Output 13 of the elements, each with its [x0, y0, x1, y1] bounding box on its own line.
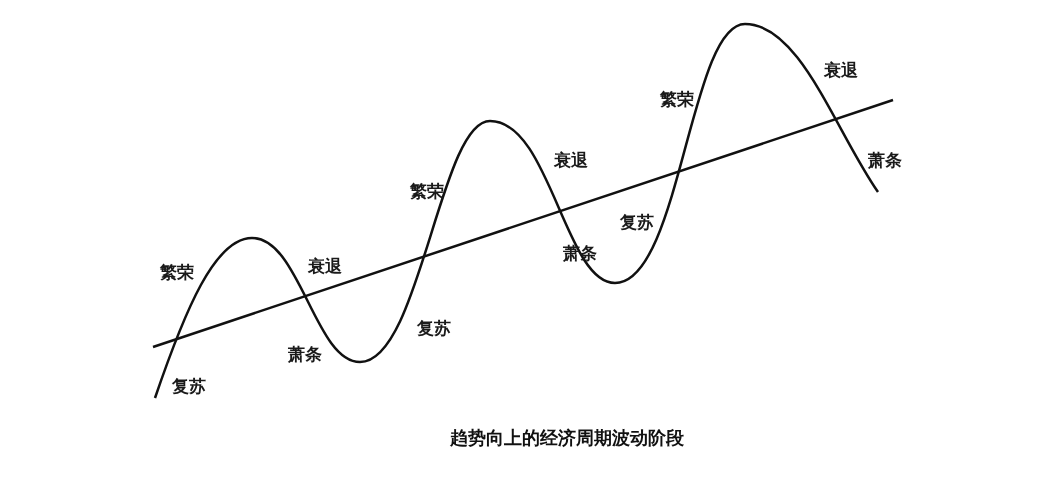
phase-label: 衰退 [824, 60, 858, 80]
phase-label: 复苏 [417, 318, 451, 338]
phase-label: 萧条 [868, 150, 902, 170]
phase-label: 繁荣 [410, 181, 444, 201]
phase-label: 繁荣 [660, 89, 694, 109]
phase-label: 萧条 [563, 243, 597, 263]
phase-label: 繁荣 [160, 262, 194, 282]
phase-label: 复苏 [620, 212, 654, 232]
phase-label: 衰退 [554, 150, 588, 170]
phase-label: 萧条 [288, 344, 322, 364]
phase-label: 复苏 [172, 376, 206, 396]
phase-label: 衰退 [308, 256, 342, 276]
caption: 趋势向上的经济周期波动阶段 [449, 427, 684, 448]
